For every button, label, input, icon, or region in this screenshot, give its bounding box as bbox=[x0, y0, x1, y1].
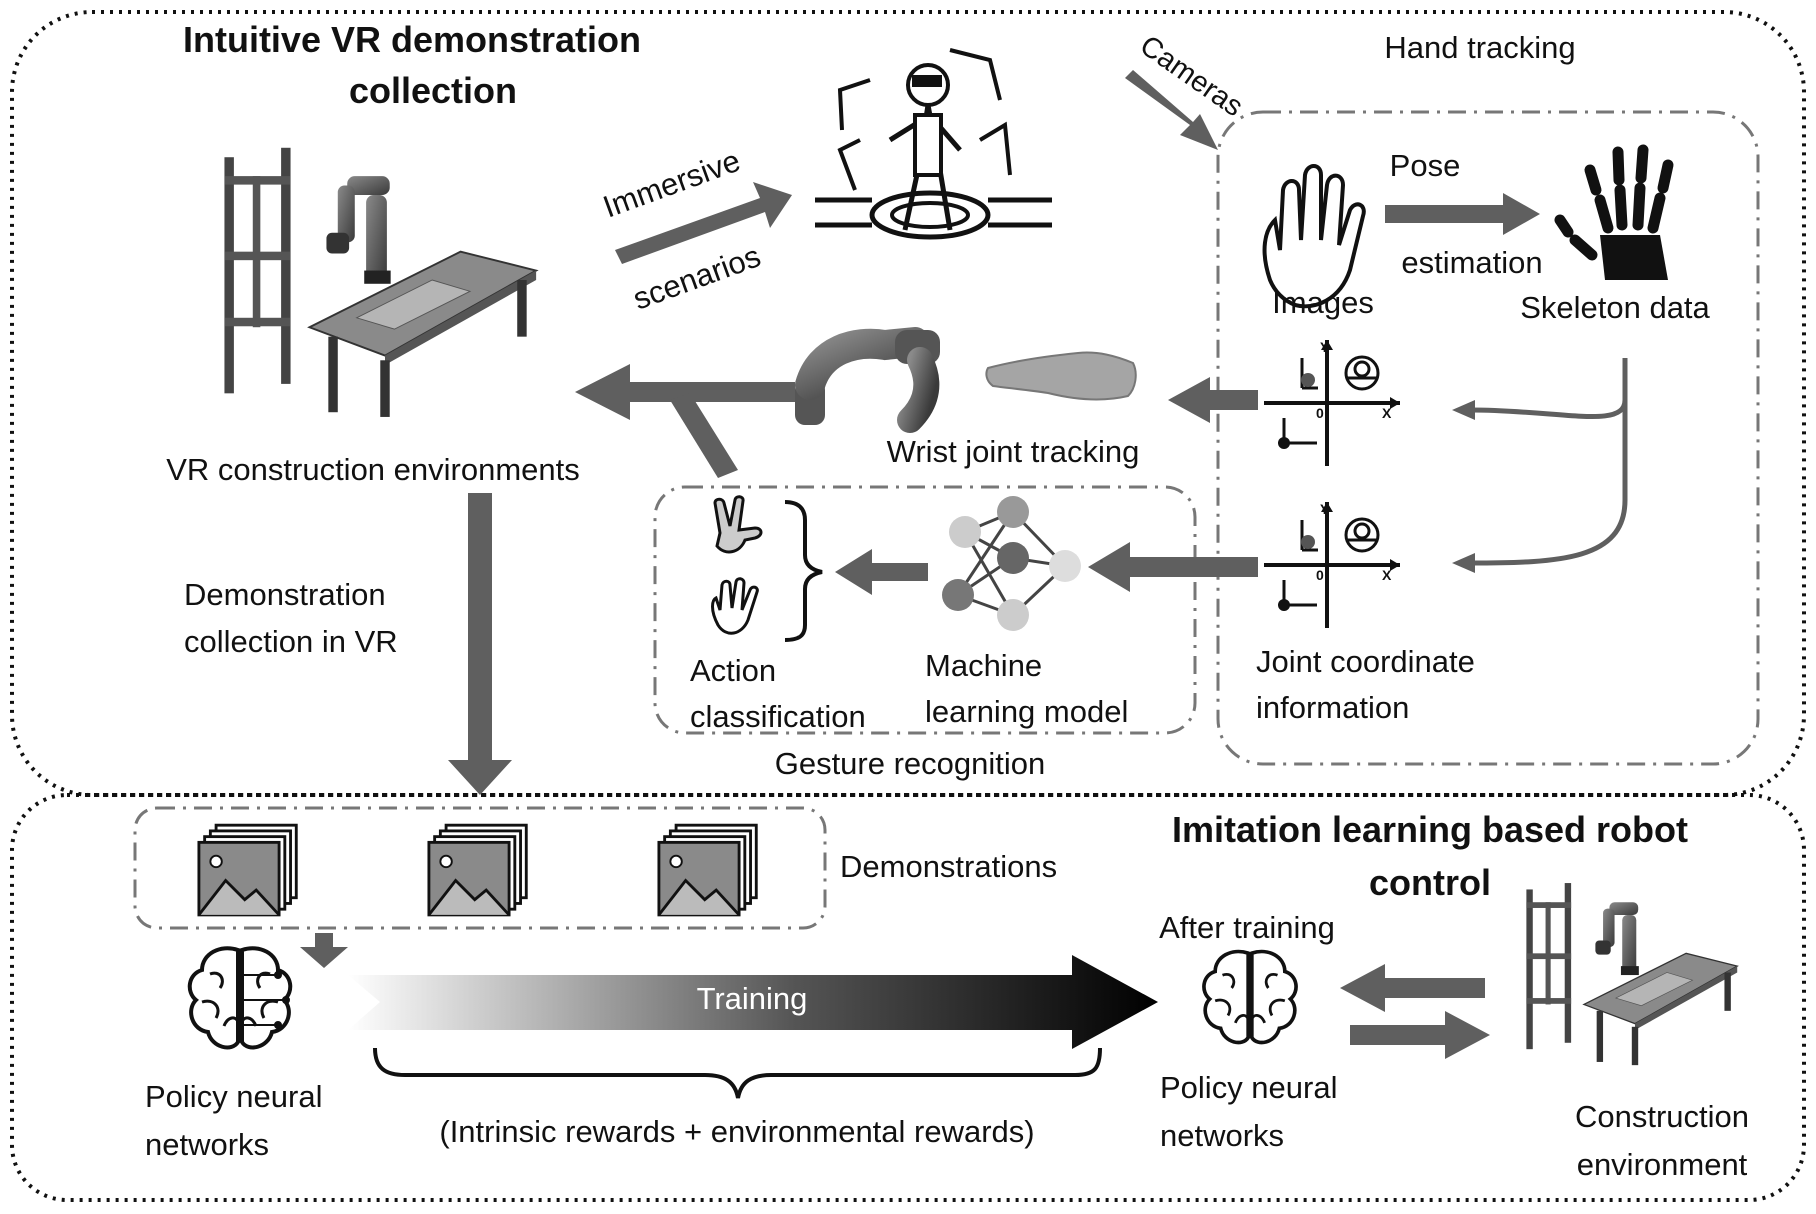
bottom-title-line2: control bbox=[1369, 862, 1491, 903]
hand-tracking-box bbox=[1216, 110, 1760, 766]
policy-to-env-arrow bbox=[1350, 1011, 1490, 1059]
gesture-to-vr-connector bbox=[670, 393, 738, 478]
robot-arm-icon bbox=[795, 327, 940, 433]
wrist-input-arrow bbox=[1168, 377, 1258, 423]
top-section-border bbox=[10, 10, 1806, 797]
construction-robot-icon bbox=[1525, 882, 1739, 1066]
human-hand-icon bbox=[985, 351, 1137, 401]
rewards-brace bbox=[373, 1047, 1102, 1099]
open-hand-icon bbox=[1262, 164, 1366, 309]
vr-env-label: VR construction environments bbox=[166, 452, 580, 487]
axis-x-label: X bbox=[1382, 567, 1392, 583]
vr-user-headset-icon bbox=[815, 48, 1052, 240]
immersive-arrow bbox=[615, 182, 792, 264]
image-stack-icon bbox=[427, 823, 528, 917]
action-label-1: Action bbox=[690, 653, 776, 688]
policy-left-label-2: networks bbox=[145, 1127, 269, 1162]
top-title-line2: collection bbox=[349, 70, 517, 111]
training-label: Training bbox=[697, 981, 808, 1016]
bottom-section-border bbox=[10, 793, 1806, 1202]
connector-arrowhead-bottom bbox=[1452, 553, 1475, 573]
axis-x-label: X bbox=[1382, 405, 1392, 421]
hand-tracking-label: Hand tracking bbox=[1384, 30, 1575, 65]
gesture-hand-icon bbox=[711, 577, 759, 635]
axis-origin-label: 0 bbox=[1316, 405, 1324, 421]
brain-icon bbox=[1202, 949, 1298, 1045]
bottom-title-line1: Imitation learning based robot bbox=[1172, 809, 1688, 850]
images-label: Images bbox=[1272, 285, 1374, 320]
gesture-recognition-label: Gesture recognition bbox=[775, 746, 1046, 781]
circuit-lines bbox=[242, 971, 290, 1029]
training-arrow bbox=[348, 955, 1158, 1049]
neural-network-icon bbox=[942, 496, 1081, 631]
pose-label: Pose bbox=[1390, 148, 1461, 183]
coordinate-axes-icon bbox=[1262, 500, 1402, 630]
coordinate-axes-icon bbox=[1262, 338, 1402, 468]
axes-to-ml-arrow bbox=[1088, 542, 1258, 592]
image-stack-icon bbox=[657, 823, 758, 917]
vr-robot-scene-icon bbox=[223, 146, 538, 418]
axis-y-label: Y bbox=[1320, 501, 1330, 517]
pose-arrow bbox=[1385, 193, 1540, 235]
skeleton-split-connector bbox=[1469, 358, 1628, 566]
axis-origin-label: 0 bbox=[1316, 567, 1324, 583]
brain-circuit-icon bbox=[187, 946, 293, 1050]
demo-collection-label-2: collection in VR bbox=[184, 624, 398, 659]
policy-right-label-1: Policy neural bbox=[1160, 1070, 1337, 1105]
cameras-label: Cameras bbox=[1134, 30, 1249, 124]
wrist-tracking-label: Wrist joint tracking bbox=[887, 434, 1140, 469]
action-brace bbox=[784, 500, 823, 642]
ml-to-action-arrow bbox=[835, 549, 928, 595]
joint-coordinate-label-1: Joint coordinate bbox=[1256, 644, 1475, 679]
ml-label-2: learning model bbox=[925, 694, 1128, 729]
policy-left-label-1: Policy neural bbox=[145, 1079, 322, 1114]
cameras-arrow bbox=[1125, 70, 1218, 150]
estimation-label: estimation bbox=[1401, 245, 1542, 280]
demos-to-policy-arrow bbox=[300, 933, 348, 968]
demo-collection-label-1: Demonstration bbox=[184, 577, 386, 612]
image-stack-icon bbox=[197, 823, 298, 917]
env-to-policy-arrow bbox=[1340, 964, 1485, 1012]
construction-label-2: environment bbox=[1577, 1147, 1748, 1182]
action-label-2: classification bbox=[690, 699, 866, 734]
demonstrations-box bbox=[133, 806, 827, 930]
construction-label-1: Construction bbox=[1575, 1099, 1749, 1134]
policy-right-label-2: networks bbox=[1160, 1118, 1284, 1153]
rewards-label: (Intrinsic rewards + environmental rewar… bbox=[439, 1114, 1034, 1149]
skeleton-data-label: Skeleton data bbox=[1520, 290, 1710, 325]
joint-coordinate-label-2: information bbox=[1256, 690, 1409, 725]
axis-y-label: Y bbox=[1320, 339, 1330, 355]
skeleton-hand-icon bbox=[1554, 144, 1674, 280]
demonstrations-label: Demonstrations bbox=[840, 849, 1057, 884]
top-title-line1: Intuitive VR demonstration bbox=[183, 19, 641, 60]
gesture-recognition-box bbox=[653, 485, 1197, 735]
gesture-hand-icon bbox=[713, 495, 763, 554]
demo-collection-arrow bbox=[448, 493, 512, 795]
connector-arrowhead-top bbox=[1452, 400, 1475, 420]
to-vr-env-arrow bbox=[575, 364, 795, 420]
ml-label-1: Machine bbox=[925, 648, 1042, 683]
after-training-label: After training bbox=[1159, 910, 1335, 945]
